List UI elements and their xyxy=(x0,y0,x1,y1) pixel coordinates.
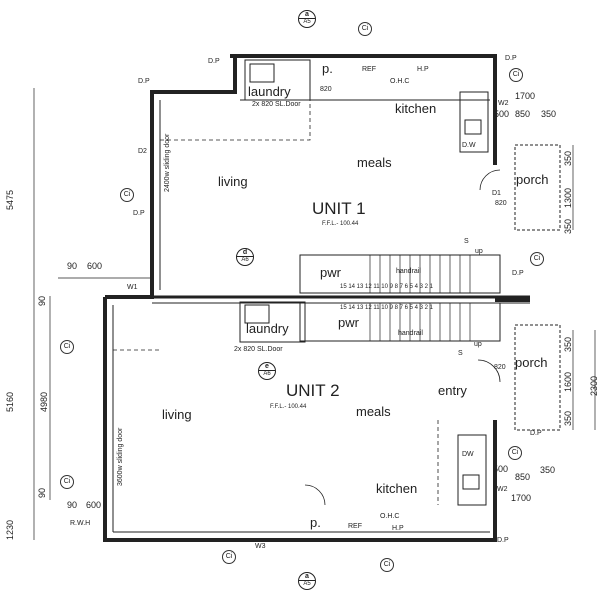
dim-500-bottom: 500 xyxy=(493,464,509,474)
ci-marker: Ci xyxy=(508,446,522,460)
dp-tag: D.P xyxy=(133,210,145,217)
unit1-handrail-note: handrail xyxy=(396,268,421,275)
unit2-title: UNIT 2 xyxy=(286,381,340,400)
rwh-tag: R.W.H xyxy=(70,520,91,527)
dp-tag: D.P xyxy=(512,270,524,277)
dp-tag: D.P xyxy=(138,78,150,85)
dp-tag: D.P xyxy=(505,55,517,62)
ci-marker: Ci xyxy=(222,550,236,564)
unit1-ffl: F.F.L.- 100.44 xyxy=(322,221,359,227)
unit2-sliding-door-note: 3600w sliding door xyxy=(117,427,124,486)
unit2-door-820: 820 xyxy=(494,364,506,371)
dim-1300: 1300 xyxy=(563,187,573,208)
ci-marker: Ci xyxy=(358,22,372,36)
dim-350-bottom: 350 xyxy=(540,465,556,475)
unit2-porch-label: porch xyxy=(515,355,548,370)
dim-90-top: 90 xyxy=(67,261,78,271)
unit1-sliding-door-note: 2400w sliding door xyxy=(164,133,171,192)
dim-1230: 1230 xyxy=(5,519,15,540)
unit2-entry-label: entry xyxy=(438,383,467,398)
unit2-dw: DW xyxy=(462,451,474,458)
unit2-stair-up: up xyxy=(474,341,482,348)
unit1-stair-numbers: 15 14 13 12 11 10 9 8 7 6 5 4 3 2 1 xyxy=(340,284,433,290)
unit1-porch-label: porch xyxy=(516,172,549,187)
unit2-stair-numbers: 15 14 13 12 11 10 9 8 7 6 5 4 3 2 1 xyxy=(340,305,433,311)
ci-marker: Ci xyxy=(530,252,544,266)
unit2-pantry: p. xyxy=(310,515,321,530)
unit1-title: UNIT 1 xyxy=(312,199,366,218)
unit1-meals-label: meals xyxy=(357,155,392,170)
unit1-hp: H.P xyxy=(417,66,429,73)
unit1-stair-up: up xyxy=(475,248,483,255)
dim-90-mid: 90 xyxy=(37,295,47,306)
dim-1600: 1600 xyxy=(563,371,573,392)
dim-350-porch2b: 350 xyxy=(563,410,573,426)
unit1-laundry-door-note: 2x 820 SL.Door xyxy=(252,101,301,108)
unit2-outer-wall xyxy=(103,297,530,542)
dim-350-porch1b: 350 xyxy=(563,218,573,234)
ci-marker: Ci xyxy=(380,558,394,572)
w3-tag: W3 xyxy=(255,543,266,550)
unit2-ref: REF xyxy=(348,523,362,530)
dp-tag: D.P xyxy=(208,58,220,65)
unit1-outer-wall xyxy=(105,54,497,299)
dim-1700-bottom: 1700 xyxy=(511,493,532,503)
dim-600-bottom: 600 xyxy=(86,500,102,510)
dim-5160: 5160 xyxy=(5,391,15,412)
dim-850-bottom: 850 xyxy=(515,472,531,482)
dp-tag: D.P xyxy=(497,537,509,544)
unit2-ohc: O.H.C xyxy=(380,513,400,520)
dim-350-top: 350 xyxy=(541,109,557,119)
unit2-hp: H.P xyxy=(392,525,404,532)
dim-90-low: 90 xyxy=(37,487,47,498)
dim-1700-top: 1700 xyxy=(515,91,536,101)
w2-tag: W2 xyxy=(497,486,508,493)
stair-s-tag: S xyxy=(464,238,469,245)
w1-tag: W1 xyxy=(127,284,138,291)
dim-350-porch1a: 350 xyxy=(563,150,573,166)
unit1-pwr-label: pwr xyxy=(320,265,341,280)
unit2-kitchen-label: kitchen xyxy=(376,481,418,496)
unit1-ref: REF xyxy=(362,66,376,73)
d1-tag: D1 xyxy=(492,190,501,197)
unit2-ffl: F.F.L.- 100.44 xyxy=(270,404,307,410)
dp-tag: D.P xyxy=(530,430,542,437)
unit2-laundry-door-note: 2x 820 SL.Door xyxy=(234,346,283,353)
unit1-ohc: O.H.C xyxy=(390,78,410,85)
dim-4980: 4980 xyxy=(39,391,49,412)
dim-350-porch2a: 350 xyxy=(563,336,573,352)
dim-600-top: 600 xyxy=(87,261,103,271)
unit2-laundry-label: laundry xyxy=(246,321,289,336)
dim-850-top: 850 xyxy=(515,109,531,119)
stair-s-tag: S xyxy=(458,350,463,357)
unit1-laundry-label: laundry xyxy=(248,84,291,99)
dim-5475: 5475 xyxy=(5,189,15,210)
unit1-living-label: living xyxy=(218,174,248,189)
ci-marker: Ci xyxy=(60,475,74,489)
unit2-living-label: living xyxy=(162,407,192,422)
dim-90-bottom: 90 xyxy=(67,500,78,510)
unit1-pantry: p. xyxy=(322,61,333,76)
unit1-dw: D.W xyxy=(462,142,476,149)
ci-marker: Ci xyxy=(509,68,523,82)
unit2-pwr-label: pwr xyxy=(338,315,359,330)
dim-500-top: 500 xyxy=(494,109,510,119)
w2-tag: W2 xyxy=(498,100,509,107)
ci-marker: Ci xyxy=(60,340,74,354)
unit1-kitchen-label: kitchen xyxy=(395,101,437,116)
dim-2300: 2300 xyxy=(589,375,599,396)
unit2-handrail-note: handrail xyxy=(398,330,423,337)
unit1-door-820: 820 xyxy=(495,200,507,207)
ci-marker: Ci xyxy=(120,188,134,202)
d2-tag: D2 xyxy=(138,148,147,155)
unit1-laundry-820: 820 xyxy=(320,86,332,93)
unit2-meals-label: meals xyxy=(356,404,391,419)
